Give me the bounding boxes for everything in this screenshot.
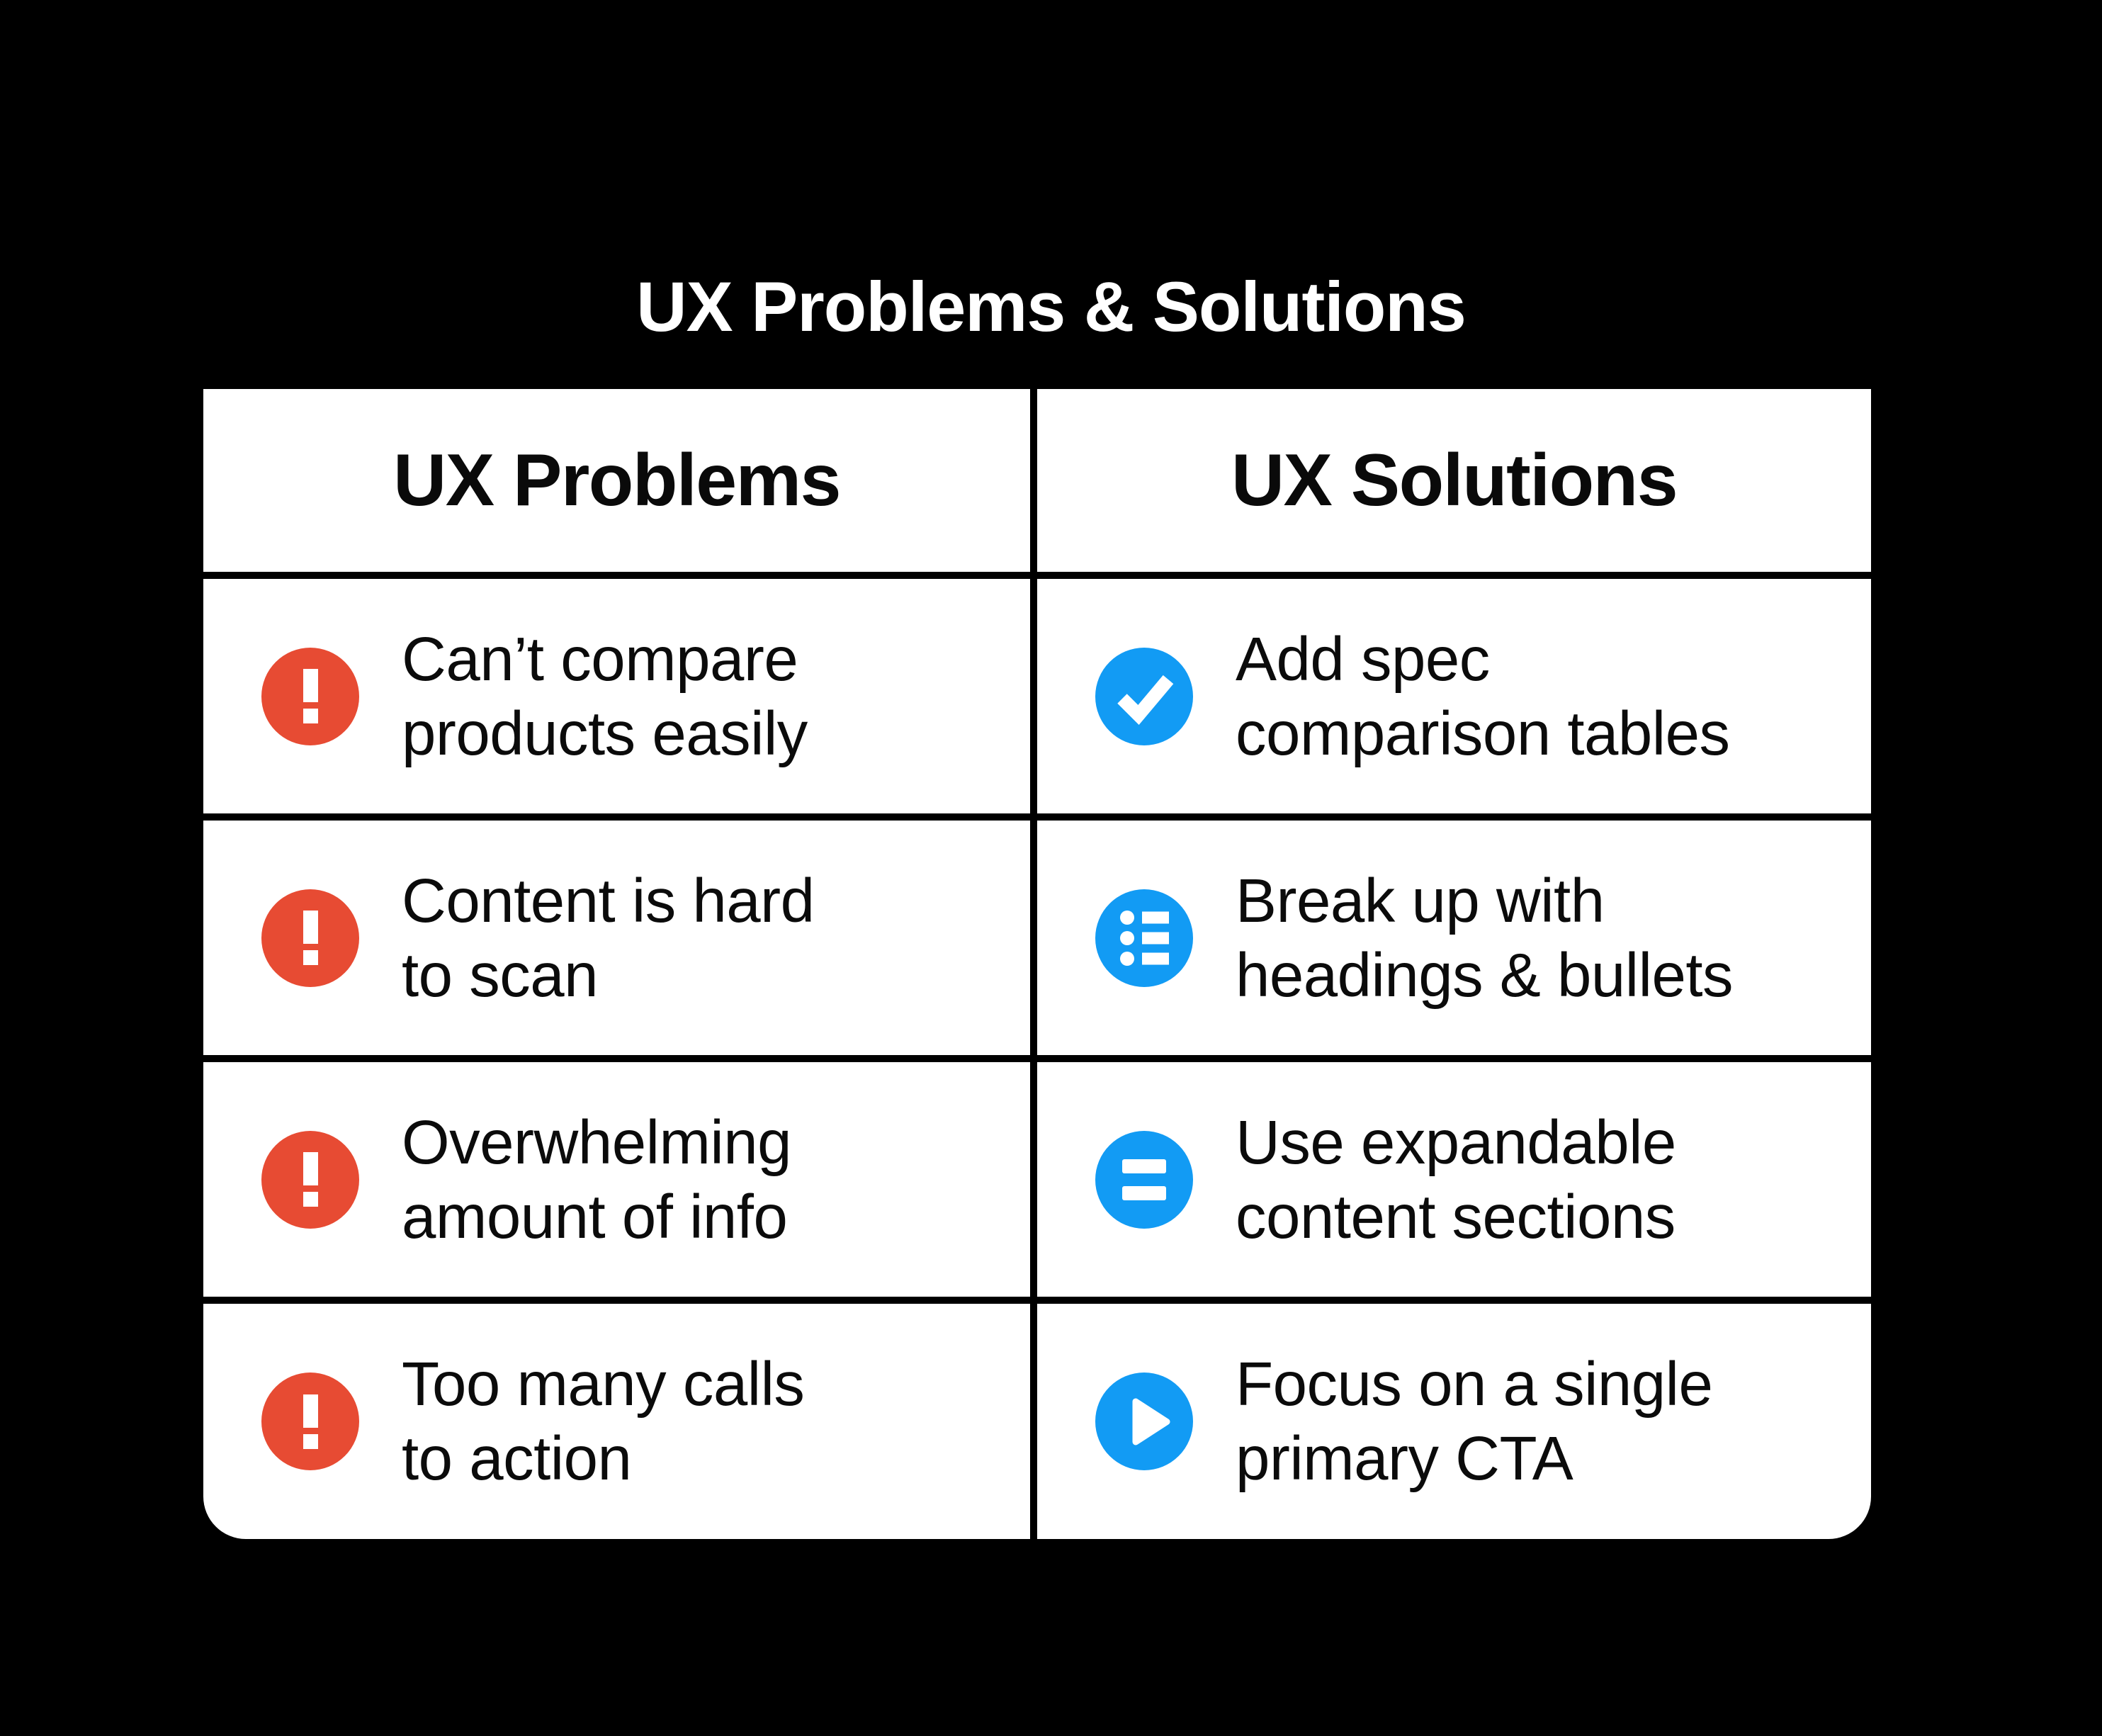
problem-cell: Can’t compare products easily	[203, 579, 1030, 813]
problem-text: Content is hard to scan	[402, 864, 815, 1013]
solution-text: Use expandable content sections	[1236, 1105, 1676, 1254]
cell-text-line: content sections	[1236, 1182, 1676, 1251]
cell-text-line: Can’t compare	[402, 624, 798, 694]
problem-cell: Content is hard to scan	[203, 821, 1030, 1055]
cell-text-line: Focus on a single	[1236, 1350, 1713, 1419]
bullet-list-icon	[1095, 889, 1193, 987]
header-ux-problems: UX Problems	[203, 389, 1030, 572]
cell-text-line: comparison tables	[1236, 699, 1730, 768]
exclamation-icon	[261, 647, 359, 745]
solution-text: Focus on a single primary CTA	[1236, 1347, 1713, 1496]
cell-text-line: primary CTA	[1236, 1424, 1573, 1493]
solution-cell: Add spec comparison tables	[1037, 579, 1871, 813]
header-ux-solutions: UX Solutions	[1037, 389, 1871, 572]
solution-text: Break up with headings & bullets	[1236, 864, 1734, 1013]
cell-text-line: headings & bullets	[1236, 940, 1734, 1010]
problem-cell: Overwhelming amount of info	[203, 1062, 1030, 1297]
cell-text-line: amount of info	[402, 1182, 788, 1251]
problem-text: Overwhelming amount of info	[402, 1105, 792, 1254]
cell-text-line: to action	[402, 1424, 632, 1493]
exclamation-icon	[261, 1373, 359, 1470]
problem-text: Too many calls to action	[402, 1347, 805, 1496]
solution-text: Add spec comparison tables	[1236, 622, 1730, 771]
page-title: UX Problems & Solutions	[636, 267, 1467, 346]
cell-text-line: Add spec	[1236, 624, 1490, 694]
cell-text-line: to scan	[402, 940, 598, 1010]
cell-text-line: Use expandable	[1236, 1107, 1676, 1177]
cell-text-line: Break up with	[1236, 866, 1605, 935]
play-icon	[1095, 1373, 1193, 1470]
cell-text-line: products easily	[402, 699, 808, 768]
solution-cell: Use expandable content sections	[1037, 1062, 1871, 1297]
check-icon	[1095, 647, 1193, 745]
solution-cell: Focus on a single primary CTA	[1037, 1304, 1871, 1539]
equals-icon	[1095, 1130, 1193, 1229]
exclamation-icon	[261, 889, 359, 987]
solution-cell: Break up with headings & bullets	[1037, 821, 1871, 1055]
exclamation-icon	[261, 1130, 359, 1229]
cell-text-line: Too many calls	[402, 1350, 805, 1419]
comparison-table: UX Problems UX Solutions Can’t compare p…	[203, 389, 1871, 1539]
problem-cell: Too many calls to action	[203, 1304, 1030, 1539]
cell-text-line: Content is hard	[402, 866, 815, 935]
problem-text: Can’t compare products easily	[402, 622, 808, 771]
cell-text-line: Overwhelming	[402, 1107, 792, 1177]
